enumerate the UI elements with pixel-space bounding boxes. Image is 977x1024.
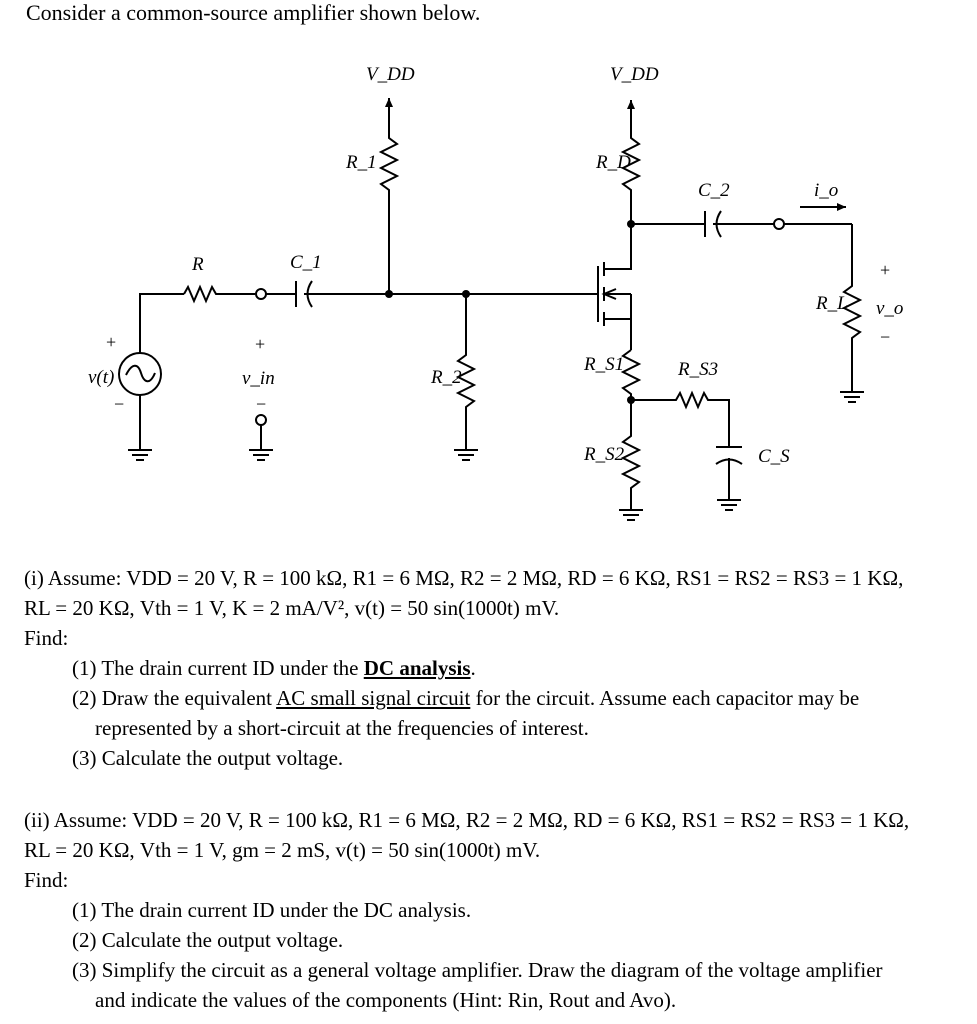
capacitor-c2: C_2	[631, 180, 774, 238]
label-vdd-left: V_DD	[366, 64, 415, 85]
vin-ground-terminal	[255, 414, 267, 426]
ground-vin	[249, 425, 273, 461]
resistor-rs1: R_S1	[583, 349, 642, 400]
mosfet-transistor	[597, 236, 632, 350]
resistor-rd: R_D V_DD	[595, 64, 659, 236]
part-ii-assume-line1: (ii) Assume: VDD = 20 V, R = 100 kΩ, R1 …	[24, 808, 910, 832]
part-i-item1: (1) The drain current ID under the DC an…	[72, 656, 476, 680]
output-current-arrow: i_o	[800, 180, 846, 211]
ground-rs2	[619, 500, 643, 521]
label-c1: C_1	[290, 252, 322, 273]
part-i: (i) Assume: VDD = 20 V, R = 100 kΩ, R1 =…	[24, 563, 903, 773]
label-r: R	[191, 254, 204, 275]
vin-node-terminal	[255, 288, 267, 300]
label-rs2: R_S2	[583, 444, 625, 465]
part-ii-item3: (3) Simplify the circuit as a general vo…	[72, 958, 883, 982]
label-r1: R_1	[345, 152, 377, 173]
voltage-source: + − v(t)	[88, 293, 184, 438]
label-rs1: R_S1	[583, 354, 624, 375]
ground-rl	[840, 382, 864, 403]
part-i-assume-line1: (i) Assume: VDD = 20 V, R = 100 kΩ, R1 =…	[24, 566, 904, 590]
part-ii: (ii) Assume: VDD = 20 V, R = 100 kΩ, R1 …	[24, 805, 909, 1015]
resistor-r1: R_1 V_DD	[345, 64, 415, 294]
capacitor-c1: C_1	[266, 252, 389, 308]
label-cs: C_S	[758, 446, 790, 467]
capacitor-cs: C_S	[715, 446, 790, 500]
source-minus: −	[114, 394, 124, 414]
part-ii-item1: (1) The drain current ID under the DC an…	[72, 898, 472, 922]
resistor-rs3: R_S3	[631, 359, 730, 447]
output-terminal	[773, 218, 785, 230]
vin-label: v_in	[242, 368, 275, 389]
part-i-item2: (2) Draw the equivalent AC small signal …	[72, 686, 860, 710]
dc-analysis-emphasis: DC analysis	[363, 656, 471, 680]
part-ii-find: Find:	[24, 868, 69, 892]
label-vo: v_o	[876, 298, 903, 319]
part-ii-assume-line2: RL = 20 KΩ, Vth = 1 V, gm = 2 mS, v(t) =…	[24, 838, 541, 862]
ground-r2	[454, 440, 478, 461]
label-rl: R_L	[815, 293, 848, 314]
label-r2: R_2	[430, 367, 462, 388]
part-ii-item3-cont: and indicate the values of the component…	[95, 988, 677, 1012]
label-c2: C_2	[698, 180, 730, 201]
vo-plus: +	[880, 260, 890, 280]
label-rs3: R_S3	[677, 359, 718, 380]
label-rd: R_D	[595, 152, 631, 173]
source-plus: +	[106, 332, 116, 352]
part-ii-item2: (2) Calculate the output voltage.	[72, 928, 344, 952]
source-label: v(t)	[88, 367, 114, 388]
vin-minus: −	[256, 394, 266, 414]
ground-source	[128, 438, 152, 461]
label-vdd-right: V_DD	[610, 64, 659, 85]
part-i-find: Find:	[24, 626, 69, 650]
resistor-r2: R_2	[430, 294, 477, 440]
part-i-item3: (3) Calculate the output voltage.	[72, 746, 344, 770]
resistor-r: R	[183, 254, 255, 304]
label-io: i_o	[814, 180, 838, 201]
circuit-diagram: + − v(t) R + v_in − C_1 R_1 V_DD R_2	[88, 64, 903, 521]
part-i-assume-line2: RL = 20 KΩ, Vth = 1 V, K = 2 mA/V², v(t)…	[24, 596, 560, 620]
ground-cs	[717, 499, 741, 511]
part-i-item2-cont: represented by a short-circuit at the fr…	[95, 716, 589, 740]
resistor-rl: R_L + v_o −	[815, 224, 903, 382]
ac-circuit-emphasis: AC small signal circuit	[276, 686, 471, 710]
vo-minus: −	[880, 327, 890, 347]
intro-text: Consider a common-source amplifier shown…	[26, 0, 481, 25]
resistor-rs2: R_S2	[583, 400, 642, 500]
vin-plus: +	[255, 334, 265, 354]
